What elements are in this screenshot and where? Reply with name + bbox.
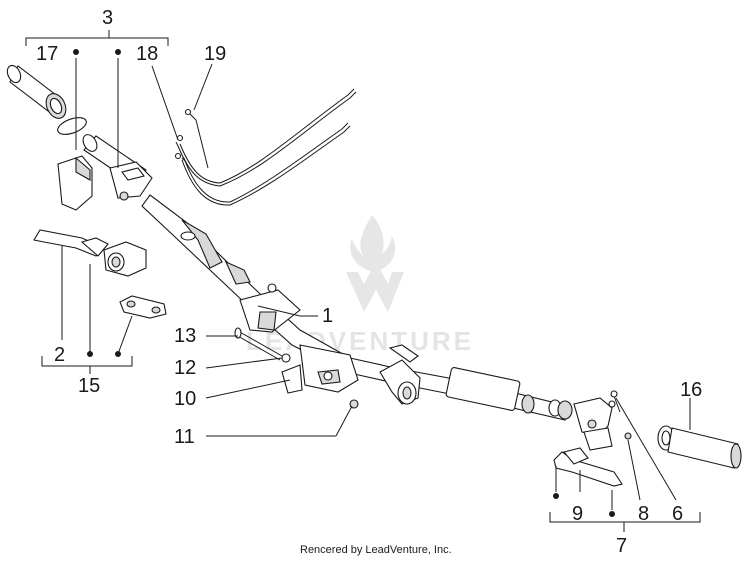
switch-housing-left: [57, 155, 93, 211]
callout-6: 6: [672, 503, 683, 525]
screw-6-8: [610, 390, 632, 440]
left-brake-lever: [33, 229, 109, 257]
center-clamp: [239, 283, 421, 405]
throttle-cables: [174, 88, 357, 206]
callout-17: 17: [36, 43, 58, 65]
watermark-logo: [346, 215, 404, 312]
callout-dots: [73, 49, 615, 517]
credit-text: Rencered by LeadVenture, Inc.: [300, 544, 452, 556]
callout-12: 12: [174, 357, 196, 379]
callout-7: 7: [616, 535, 627, 557]
callout-11: 11: [174, 426, 195, 448]
right-master-cylinder: [573, 397, 616, 451]
callout-2: 2: [54, 344, 65, 366]
callout-19: 19: [204, 43, 226, 65]
clamp-bracket: [119, 295, 167, 319]
washer-12: [281, 353, 291, 363]
callout-1: 1: [322, 305, 333, 327]
leader-lines: [25, 30, 701, 532]
right-brake-lever: [553, 447, 623, 487]
callout-3: 3: [102, 7, 113, 29]
callout-18: 18: [136, 43, 158, 65]
left-master-cylinder: [103, 241, 147, 277]
callout-8: 8: [638, 503, 649, 525]
callout-16: 16: [680, 379, 702, 401]
left-grip-17: [6, 64, 67, 119]
grip-ring: [57, 117, 87, 135]
callout-13: 13: [174, 325, 196, 347]
right-grip-16: [657, 425, 742, 469]
callout-15: 15: [78, 375, 100, 397]
handlebar-tube: [141, 194, 573, 421]
throttle-tube: [82, 134, 153, 201]
callout-10: 10: [174, 388, 196, 410]
callout-9: 9: [572, 503, 583, 525]
